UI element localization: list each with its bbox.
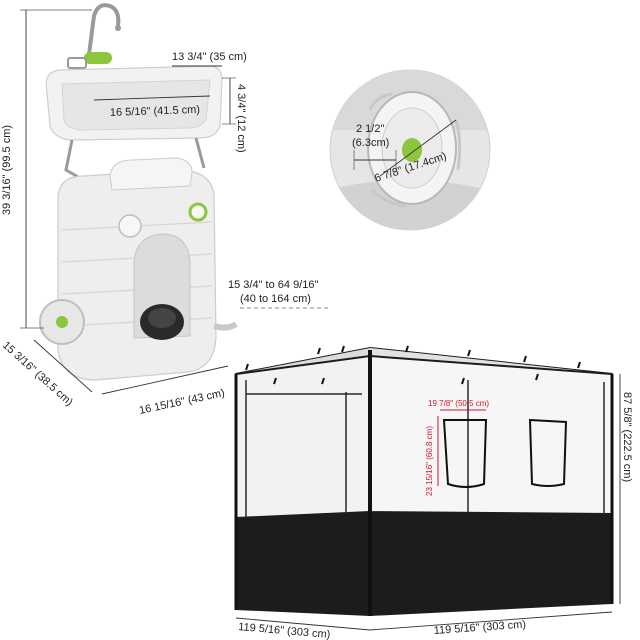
enclosure-height-label: 87 5/8" (222.5 cm) bbox=[621, 392, 633, 482]
drain-hose bbox=[213, 321, 238, 331]
hose-length-label-line2: (40 to 164 cm) bbox=[240, 293, 311, 305]
faucet-tip bbox=[115, 25, 121, 31]
basin-length-line bbox=[93, 95, 211, 101]
wheel-width-label-line1: 2 1/2" bbox=[356, 123, 384, 135]
tank-handle bbox=[109, 157, 193, 191]
sink-dimension-lines bbox=[20, 9, 330, 395]
wheel-detail: 2 1/2" (6.3cm) 6 7/8" (17.4cm) bbox=[329, 69, 491, 231]
window-flap-right bbox=[528, 418, 568, 487]
basin-depth-label: 4 3/4" (12 cm) bbox=[235, 84, 247, 153]
enclosure-depth-label: 119 5/16" (303 cm) bbox=[238, 621, 331, 640]
enclosure-left-mesh bbox=[235, 354, 371, 520]
tank-cap bbox=[118, 214, 142, 238]
enclosure-width-label: 119 5/16" (303 cm) bbox=[433, 619, 526, 637]
sink-station-illustration bbox=[39, 3, 238, 381]
support-rod-right bbox=[194, 137, 206, 169]
enclosure-left-skirt bbox=[236, 512, 370, 616]
hose-length-label-line1: 15 3/4" to 64 9/16" bbox=[228, 279, 318, 291]
pump-top bbox=[148, 308, 176, 328]
window-flap-left bbox=[442, 419, 488, 488]
height-label: 39 3/16" (99.5 cm) bbox=[1, 125, 13, 215]
base-depth-line bbox=[33, 339, 93, 393]
faucet-handle bbox=[84, 52, 112, 64]
wheel-diameter-line bbox=[379, 119, 457, 177]
basin-width-label: 13 3/4" (35 cm) bbox=[172, 51, 247, 63]
enclosure-depth-line bbox=[235, 617, 371, 631]
enclosure-illustration bbox=[234, 345, 614, 616]
valve-cap-green bbox=[188, 202, 208, 222]
soap-holder bbox=[67, 57, 87, 69]
basin-bowl bbox=[61, 79, 211, 131]
base-width-label: 16 15/16" (43 cm) bbox=[138, 387, 226, 417]
enclosure-dimension-lines bbox=[235, 374, 621, 631]
enclosure-front-skirt bbox=[370, 512, 612, 616]
window-width-label: 19 7/8" (50.5 cm) bbox=[428, 399, 489, 408]
enclosure-width-line bbox=[369, 611, 613, 631]
wheel-hub bbox=[56, 316, 68, 328]
support-rod-left bbox=[64, 139, 81, 180]
faucet bbox=[86, 3, 121, 63]
base-width-line bbox=[101, 365, 229, 395]
enclosure-front-mesh bbox=[369, 354, 613, 516]
wheel-width-label-line2: (6.3cm) bbox=[352, 137, 389, 149]
window-height-label: 23 15/16" (60.8 cm) bbox=[425, 426, 434, 496]
basin-length-label: 16 5/16" (41.5 cm) bbox=[110, 104, 200, 119]
